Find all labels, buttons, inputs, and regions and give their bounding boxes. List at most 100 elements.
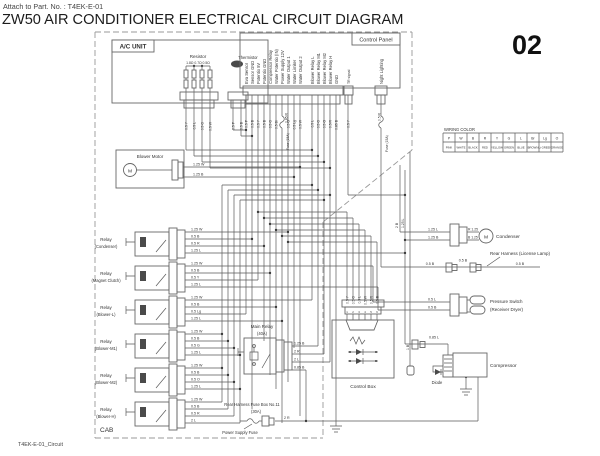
color-code: G [508,137,511,141]
attach-note: Attach to Part. No. : T4EK-E-01 [3,2,103,11]
wire-label: 0.5 G [200,122,204,131]
wire-label: 1.25 B [193,173,204,177]
wire-label: 0.5 R [328,119,332,128]
control-panel-label: Control Panel [359,38,392,44]
pin-label: GND [334,75,339,84]
fusebox-amp: (30A) [251,409,262,414]
wire-label: 1.25 W [191,364,203,368]
cab-boundary [94,31,413,439]
wire-label: 1.25 L [401,218,405,228]
wire-label: 0.5 B [426,262,435,266]
wire-label: 0.5 B [375,295,379,304]
color-code: B [472,137,475,141]
pin-number: 3 [358,310,360,314]
pin-label: Blower Relay H [328,56,333,84]
condenser-label: Condenser [496,234,520,240]
wire-label: 1.25 W [191,398,203,402]
ac-unit: A/C UNIT Resistor 1.8Ω 0.7Ω 0.5Ω Thermis… [111,39,269,109]
color-name: RED [482,146,488,150]
wiring-color-title: WIRING COLOR [444,127,475,132]
condenser-m: M [484,235,488,241]
thermistor-connector [227,91,249,101]
panel-connector [242,85,344,96]
wire-label: 1.25 W [191,262,203,266]
wire-label: B 1.25 [468,236,478,240]
color-name: ORANGE [551,146,563,150]
wire-label: 0.5 G [191,344,200,348]
diode-symbol [435,369,441,375]
wire-label: 0.5 W [298,119,302,129]
wire-label: 1.25 W [193,163,205,167]
wire-label: 0.5 L [192,122,196,130]
wire-label: 0.5 W [208,121,212,131]
wire-label: 1.25 B [428,236,439,240]
compressor: 0.85 L Compressor Diode [406,336,517,385]
wire-label: 0.5 B [250,119,254,128]
tr-connector [343,85,354,96]
blower-motor: Blower Motor M 1.25 W 1.25 B [115,149,205,189]
pin-number: 5 [370,310,372,314]
relay-sub: (Blower-M2) [95,380,118,385]
color-name: PINK [446,146,453,150]
pin-number: 6 [376,310,378,314]
color-name: BLACK [468,146,477,150]
wire-label: 0.5 Y [345,295,349,304]
wire-label: R 1.25 [468,228,478,232]
color-name: BLUE [517,146,524,150]
wire-label: 0.5 Y [346,119,350,128]
pin-label: Water Limiter [292,59,297,84]
color-name: YELLOW [491,146,503,150]
license-lamp: Rear Harness (License Lamp) 0.5 B 0.5 B … [426,251,551,273]
relay-condenser: Relay (Condenser) 1.25 W 0.5 B 0.5 R 1.2… [95,228,203,261]
bullet-connector [406,365,415,376]
wire-label: 0.5 Lg [292,120,296,130]
junction-dots [192,64,468,423]
pressure-switch-sub: (Receiver Dryer) [490,307,524,312]
wire-label: 0.5 L [357,296,361,304]
pin-label: Water Output 2 [298,56,303,84]
wire-label: 0.5 O [322,120,326,129]
wire-label: 0.5 B [428,306,437,310]
wire-label: 0.5 B [262,119,266,128]
main-relay: Main Relay (40A) 1.25 B 2 R 2 L 0.85 B [243,324,305,375]
wire-label: 0.5 B [191,235,200,239]
pin-label: Blower Relay L [310,56,315,84]
wire-label: 0.5 B [191,303,200,307]
main-relay-label: Main Relay [251,324,274,329]
wire-label: 0.5 P [244,119,248,128]
panel-connector-inner [245,94,341,105]
wire-label: 1.25 B [294,342,305,346]
control-box-label: Control Box [350,384,376,390]
wire-label: 1.25 L [191,317,201,321]
wire-label: 1.25 L [191,249,201,253]
compressor-label: Compressor [490,363,517,369]
wire-label: 1 B [406,344,410,350]
tr-connector-inner [344,94,353,105]
wire-label: 0.5 R [377,112,381,121]
wire-label: 0.5 O [191,378,200,382]
thermistor-connector-inner [230,99,246,109]
resistor-connector-inner [183,99,215,109]
wire-label: 0.85 L [429,336,439,340]
color-code: W [459,137,463,141]
wire-label: 0.5 G [316,120,320,129]
wire-label: 0.5 B [191,405,200,409]
pin-label: Night Lighting [379,58,384,84]
ac-unit-label: A/C UNIT [120,44,147,51]
relay-magnet-clutch: Relay (Magnet Clutch) 1.25 W 0.5 B 0.5 Y… [91,262,203,295]
page-title: ZW50 AIR CONDITIONER ELECTRICAL CIRCUIT … [2,12,403,28]
resistor-label: Resistor [190,54,207,59]
wire-label: 0.5 G [268,120,272,129]
wire-label: 0.5 W [363,295,367,305]
wire-label: 2 L [294,358,299,362]
pin-label: Sensor GND [250,61,255,84]
wire-label: 0.5 R [191,242,200,246]
pressure-switch-label: Pressure Switch [490,299,523,304]
main-relay-sub: (40A) [257,331,268,336]
pin-wire-labels: 0.5 P 0.5 B 0.5 Y 0.5 B 0.5 G 0.5 Br 0.8… [184,112,410,350]
relay-label: Relay [100,373,112,378]
fuse-label: Fuse (15A) [385,135,389,152]
license-lamp-label: Rear Harness (License Lamp) [490,251,551,256]
color-code: P [448,137,451,141]
